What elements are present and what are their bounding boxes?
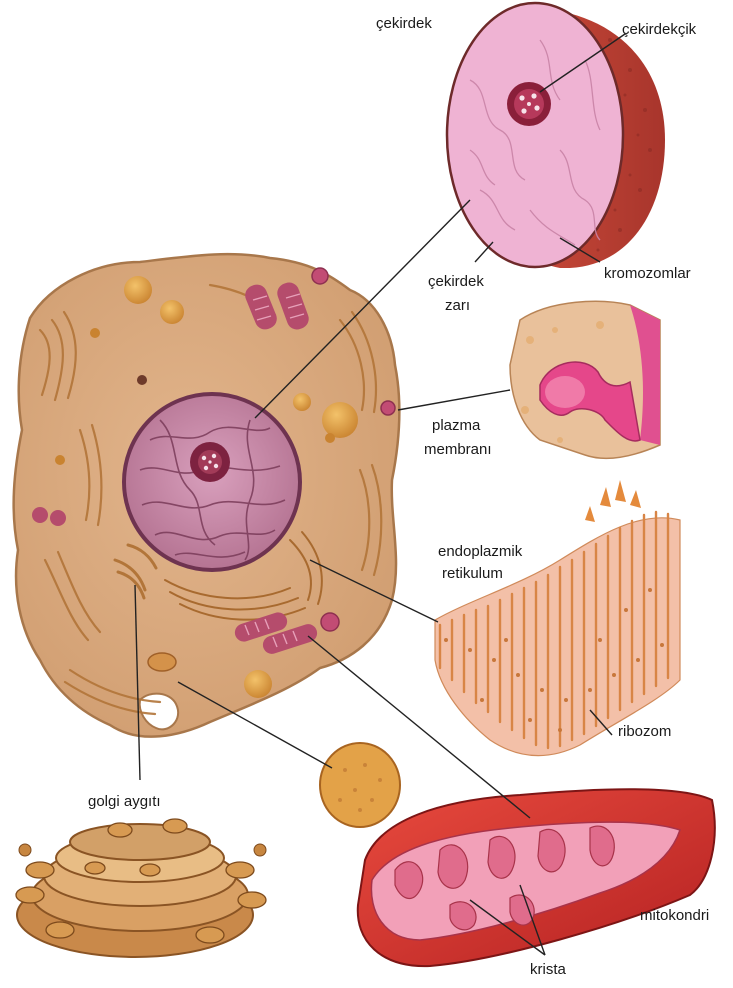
golgi-inset <box>16 819 266 957</box>
label-plazma-line2: membranı <box>424 440 492 459</box>
enlarged-nucleus <box>447 3 665 268</box>
label-plazma-line1: plazma <box>432 416 480 435</box>
label-cekirdek-zari-line1: çekirdek <box>428 272 484 291</box>
label-cekirdek: çekirdek <box>376 14 432 33</box>
lysosome-inset <box>320 743 400 827</box>
cell-nucleus <box>124 394 300 570</box>
label-kromozomlar: kromozomlar <box>604 264 691 283</box>
plasma-membrane-inset <box>510 301 660 458</box>
label-mitokondri: mitokondri <box>640 906 709 925</box>
label-ribozom: ribozom <box>618 722 671 741</box>
label-cekirdek-zari-line2: zarı <box>445 296 470 315</box>
label-cekirdekcik: çekirdekçik <box>622 20 696 39</box>
er-inset <box>435 480 680 756</box>
mitochondrion-inset <box>358 789 715 966</box>
label-golgi: golgi aygıtı <box>88 792 161 811</box>
label-krista: krista <box>530 960 566 979</box>
label-er-line2: retikulum <box>442 564 503 583</box>
label-er-line1: endoplazmik <box>438 542 522 561</box>
